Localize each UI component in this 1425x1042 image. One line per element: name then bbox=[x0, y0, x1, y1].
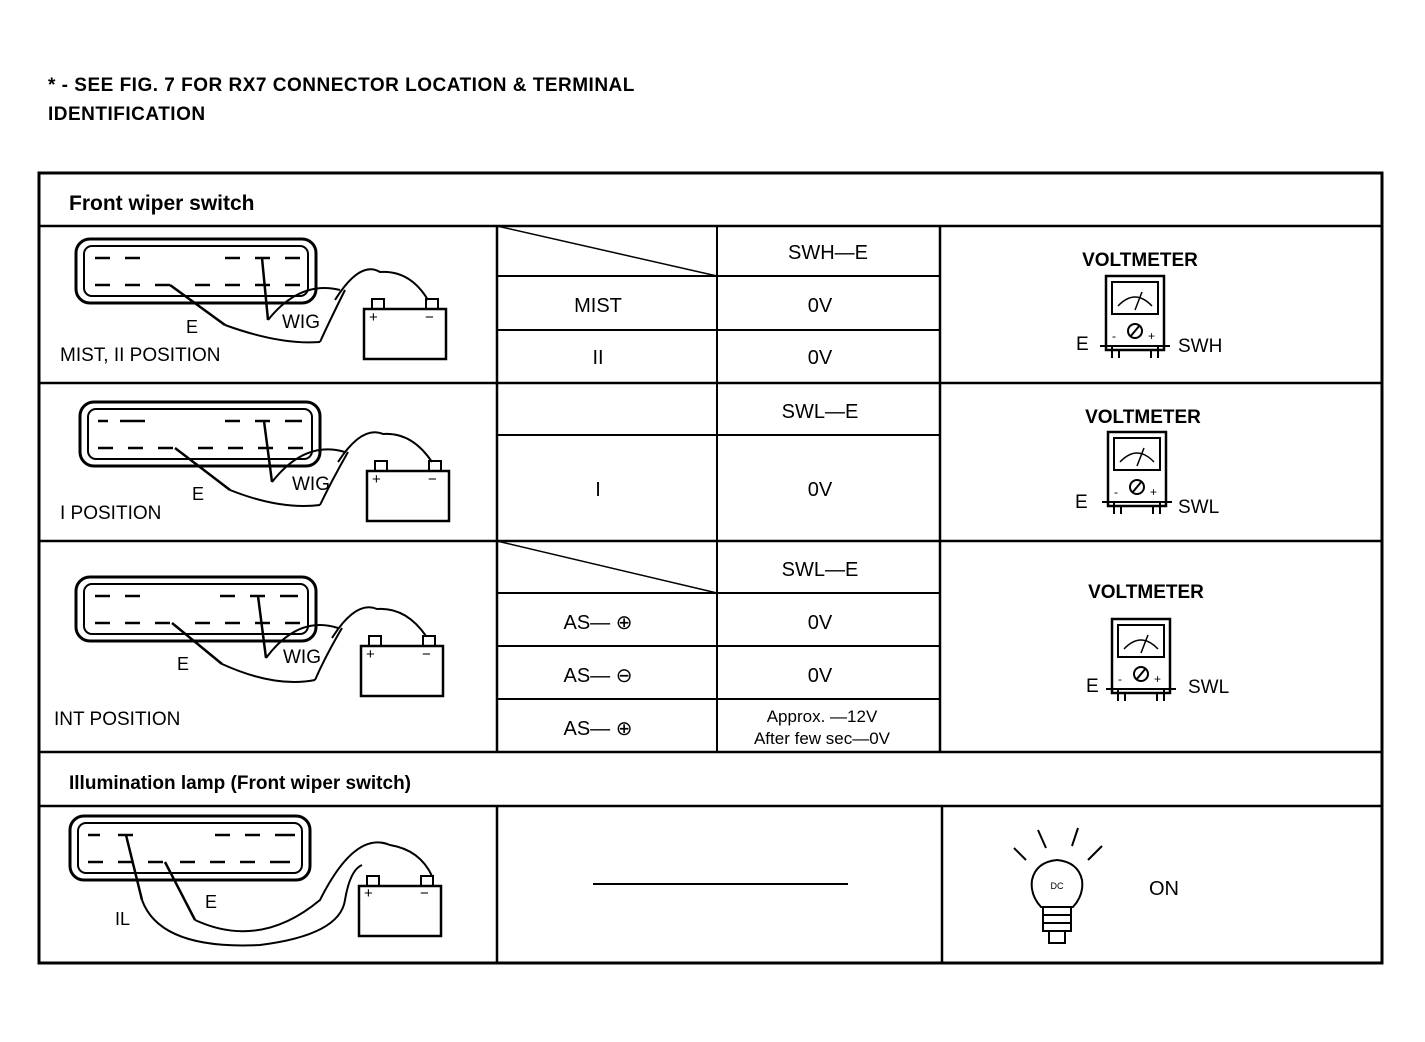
bulb-mark: DC bbox=[1051, 881, 1064, 891]
meter-right-label: SWL bbox=[1188, 677, 1229, 698]
battery-plus: + bbox=[364, 885, 373, 902]
condition-cell: AS— ⊖ bbox=[564, 665, 633, 687]
value-cell-line-2: After few sec—0V bbox=[754, 729, 891, 748]
probe-e bbox=[169, 283, 226, 327]
voltmeter-icon: VOLTMETER - + E SWL bbox=[1086, 582, 1229, 703]
meter-minus: - bbox=[1112, 329, 1116, 343]
condition-cell: I bbox=[595, 479, 601, 501]
note-line-1: * - SEE FIG. 7 FOR RX7 CONNECTOR LOCATIO… bbox=[48, 75, 635, 96]
meter-plus: + bbox=[1148, 329, 1155, 343]
value-cell-line-1: Approx. —12V bbox=[767, 707, 878, 726]
value-cell: 0V bbox=[808, 347, 833, 369]
voltmeter-icon: VOLTMETER - + E SWH bbox=[1076, 250, 1222, 360]
value-cell: 0V bbox=[808, 612, 833, 634]
column-header: SWL—E bbox=[782, 401, 859, 423]
probe-e-label: E bbox=[186, 317, 198, 337]
probe-il-label: IL bbox=[115, 909, 130, 929]
probe-wig bbox=[260, 257, 270, 321]
probe-e-label: E bbox=[205, 892, 217, 912]
condition-cell: AS— ⊕ bbox=[564, 612, 633, 634]
wiring-diagram-illumination: IL E + − bbox=[68, 814, 443, 947]
voltmeter-icon: VOLTMETER - + E SWL bbox=[1075, 407, 1219, 518]
meter-right-label: SWL bbox=[1178, 497, 1219, 518]
meter-title: VOLTMETER bbox=[1082, 250, 1198, 271]
section-title-illumination: Illumination lamp (Front wiper switch) bbox=[69, 773, 411, 794]
column-header: SWH—E bbox=[788, 242, 868, 264]
bulb-icon: DC bbox=[1013, 827, 1103, 944]
wiring-diagram-row-2: E WIG + − I POSITION bbox=[60, 400, 451, 524]
meter-right-label: SWH bbox=[1178, 336, 1222, 357]
battery-minus: − bbox=[420, 885, 429, 902]
value-cell: 0V bbox=[808, 479, 833, 501]
meter-minus: - bbox=[1118, 672, 1122, 686]
condition-cell: AS— ⊕ bbox=[564, 718, 633, 740]
meter-minus: - bbox=[1114, 485, 1118, 499]
battery-plus: + bbox=[369, 309, 378, 326]
section-title-front-wiper: Front wiper switch bbox=[69, 192, 255, 215]
meter-left-label: E bbox=[1076, 334, 1089, 355]
position-label: INT POSITION bbox=[54, 709, 180, 730]
note-line-2: IDENTIFICATION bbox=[48, 104, 206, 125]
condition-cell: MIST bbox=[574, 295, 622, 317]
meter-title: VOLTMETER bbox=[1085, 407, 1201, 428]
battery-minus: − bbox=[425, 309, 434, 326]
position-label: I POSITION bbox=[60, 503, 161, 524]
position-label: MIST, II POSITION bbox=[60, 345, 220, 366]
probe-wig-label: WIG bbox=[292, 474, 330, 495]
value-cell: 0V bbox=[808, 295, 833, 317]
meter-title: VOLTMETER bbox=[1088, 582, 1204, 603]
meter-left-label: E bbox=[1075, 492, 1088, 513]
condition-cell: II bbox=[592, 347, 603, 369]
probe-wig-label: WIG bbox=[283, 647, 321, 668]
battery-plus: + bbox=[366, 646, 375, 663]
meter-plus: + bbox=[1150, 485, 1157, 499]
probe-wig-label: WIG bbox=[282, 312, 320, 333]
battery-minus: − bbox=[422, 646, 431, 663]
battery-minus: − bbox=[428, 471, 437, 488]
probe-il bbox=[124, 834, 144, 901]
wiring-diagram-row-3: E WIG + − INT POSITION bbox=[54, 575, 445, 730]
lamp-state-label: ON bbox=[1149, 878, 1179, 900]
battery-plus: + bbox=[372, 471, 381, 488]
meter-left-label: E bbox=[1086, 676, 1099, 697]
table-grid bbox=[37, 171, 1384, 965]
probe-e-label: E bbox=[177, 654, 189, 674]
meter-plus: + bbox=[1154, 672, 1161, 686]
wiring-diagram-row-1: E WIG + − MIST, II POSITION bbox=[60, 237, 448, 366]
column-header: SWL—E bbox=[782, 559, 859, 581]
probe-e-label: E bbox=[192, 484, 204, 504]
value-cell: 0V bbox=[808, 665, 833, 687]
